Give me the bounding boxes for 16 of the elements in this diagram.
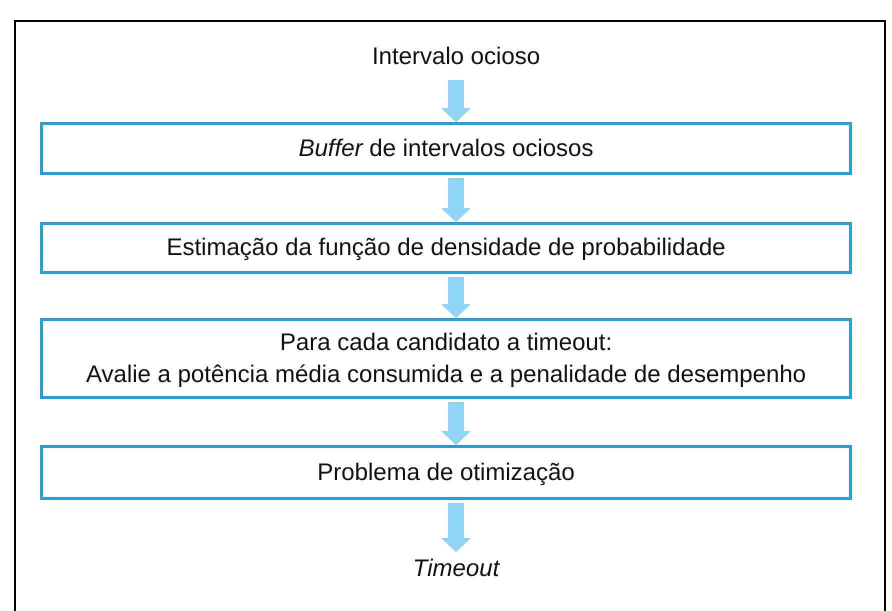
arrow [441, 178, 471, 222]
arrow [441, 277, 471, 318]
box-text: Problema de otimização [317, 458, 575, 488]
arrow [441, 402, 471, 445]
arrow [441, 80, 471, 122]
process-box [40, 122, 852, 175]
flow-label: Timeout [412, 554, 500, 584]
process-box [40, 445, 852, 500]
flow-label: Intervalo ocioso [372, 42, 540, 72]
process-box [40, 222, 852, 274]
box-text: Avalie a potência média consumida e a penalidade de desempenho [86, 360, 806, 390]
process-box [40, 318, 852, 399]
box-text: Buffer de intervalos ociosos [298, 134, 594, 164]
arrow [441, 503, 471, 552]
box-text: Estimação da função de densidade de probabilidade [166, 233, 726, 263]
box-text: Para cada candidato a timeout: [280, 328, 612, 358]
